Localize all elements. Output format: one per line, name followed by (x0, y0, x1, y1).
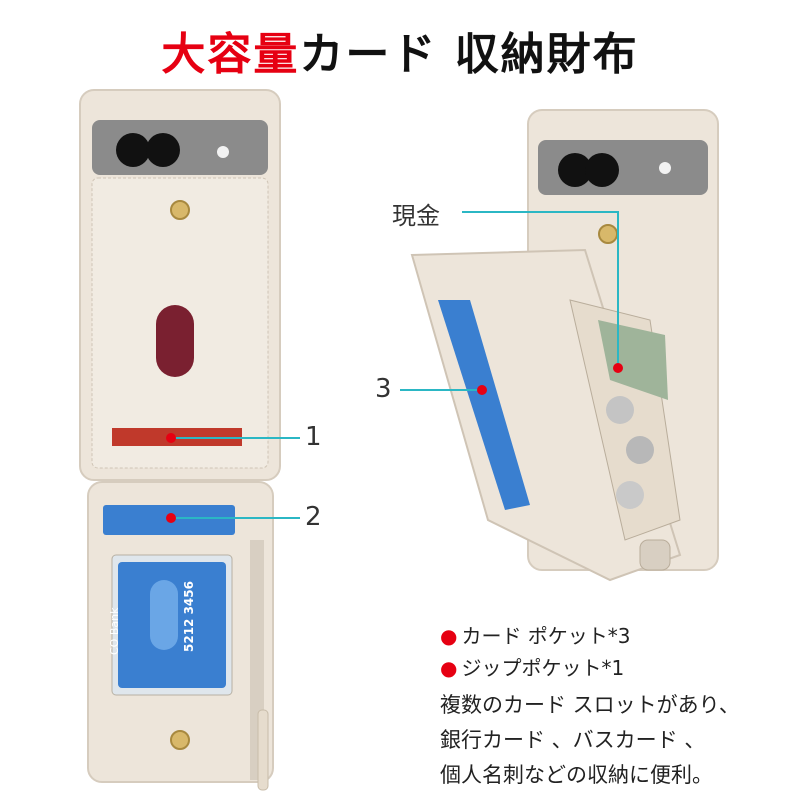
feature-text: カード ポケット*3 (461, 624, 631, 648)
callout-dots (166, 363, 623, 523)
page-title: 大容量カード 収納財布 (0, 18, 800, 82)
description-line: 個人名刺などの収納に便利。 (440, 763, 713, 787)
feature-item: ●カード ポケット*3 (440, 620, 631, 649)
callout-label-3: 3 (375, 374, 392, 404)
title-rest: カード 収納財布 (299, 29, 639, 80)
card-number-text: 5212 3456 (182, 581, 196, 652)
feature-item: ●ジップポケット*1 (440, 652, 624, 681)
callout-lines (171, 211, 619, 519)
callout-label-cash: 現金 (392, 202, 440, 230)
card-bank-text: CO Bank (108, 607, 121, 655)
right-card-slot (438, 300, 530, 510)
description-line: 複数のカード スロットがあり、 (440, 693, 740, 717)
title-highlight: 大容量 (161, 29, 300, 80)
callout-label-2: 2 (305, 502, 322, 532)
right-wallet-flap (410, 248, 682, 582)
bullet-icon: ● (440, 656, 458, 680)
left-phone-case (79, 89, 281, 481)
callout-label-1: 1 (305, 422, 322, 452)
description: 複数のカード スロットがあり、 銀行カード 、バスカード 、 個人名刺などの収納… (440, 688, 740, 793)
left-wallet-flap (87, 481, 274, 791)
description-line: 銀行カード 、バスカード 、 (440, 728, 706, 752)
feature-text: ジップポケット*1 (461, 656, 625, 680)
bullet-icon: ● (440, 624, 458, 648)
ring-hole (156, 305, 194, 377)
